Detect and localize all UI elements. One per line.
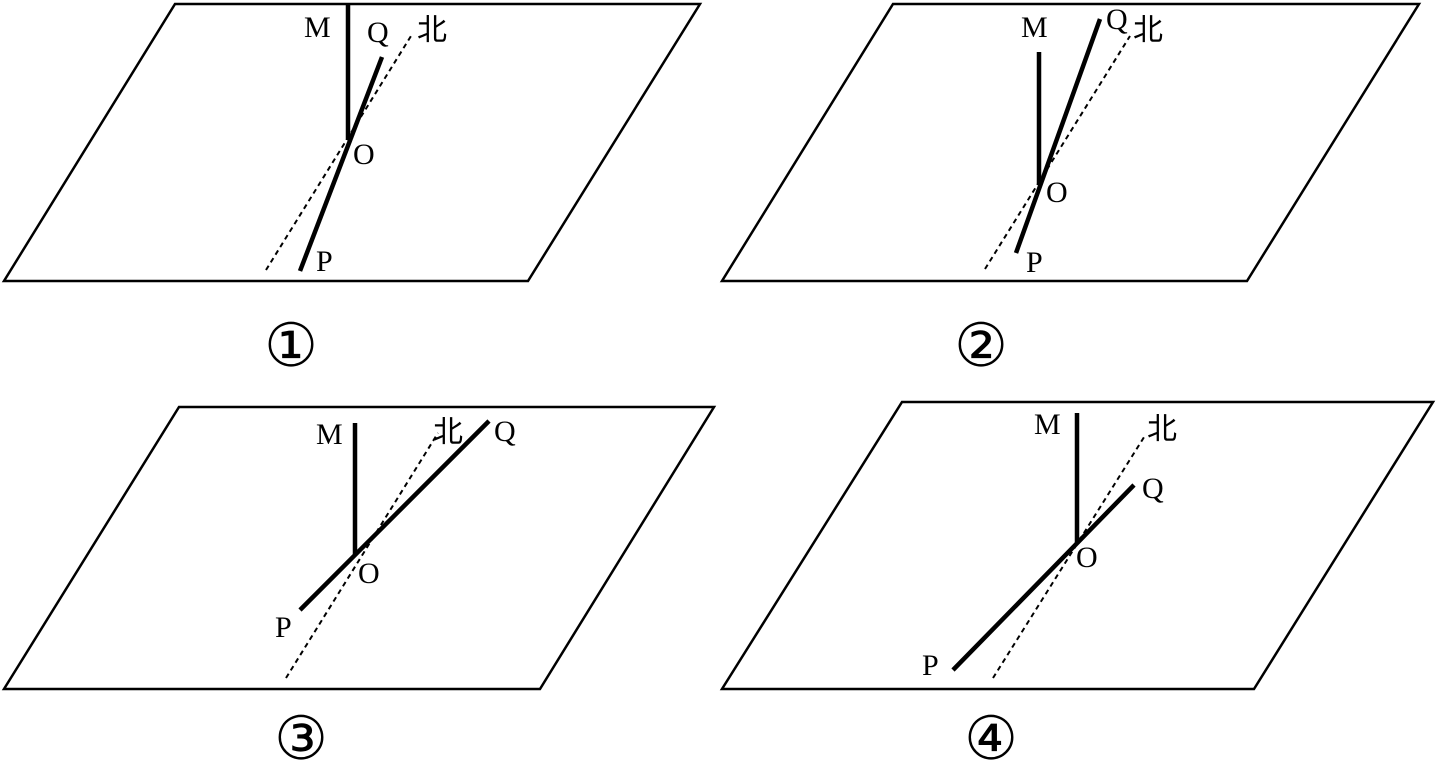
panel-3: M Q 北 O P ③: [1, 405, 717, 772]
label-m-1: M: [304, 11, 331, 44]
label-p-2: P: [1026, 246, 1043, 279]
north-line-4: [992, 433, 1147, 679]
rod-pq-1: [297, 56, 385, 272]
label-m-3: M: [316, 418, 343, 451]
plane-4: [719, 400, 1436, 691]
label-q-3: Q: [494, 415, 516, 448]
north-line-2: [984, 35, 1131, 270]
panel-number-2: ②: [954, 311, 1008, 381]
rod-pq-2: [1013, 18, 1103, 254]
label-o-2: O: [1046, 176, 1068, 209]
label-m-4: M: [1034, 408, 1061, 441]
panel-number-4: ④: [964, 704, 1018, 772]
panel-number-3: ③: [274, 704, 328, 772]
label-north-4: 北: [1147, 412, 1177, 447]
panel-1: M Q 北 O P ①: [1, 2, 703, 381]
label-o-4: O: [1076, 541, 1098, 574]
label-north-1: 北: [417, 13, 447, 48]
plane-2: [719, 2, 1422, 283]
label-p-3: P: [275, 611, 292, 644]
label-o-3: O: [358, 557, 380, 590]
north-line-1: [265, 35, 412, 271]
label-north-3: 北: [433, 415, 463, 450]
label-p-4: P: [922, 649, 939, 682]
plane-1: [1, 2, 703, 283]
panel-4: M Q 北 O P ④: [719, 400, 1436, 772]
rod-pq-4: [951, 483, 1136, 672]
label-q-4: Q: [1142, 472, 1164, 505]
panel-number-1: ①: [264, 311, 318, 381]
label-p-1: P: [316, 245, 333, 278]
plane-3: [1, 405, 717, 691]
label-north-2: 北: [1133, 13, 1163, 48]
rod-pq-3: [298, 419, 491, 612]
label-q-1: Q: [367, 16, 389, 49]
panel-2: M Q 北 O P ②: [719, 2, 1422, 381]
label-m-2: M: [1021, 11, 1048, 44]
north-line-3: [285, 432, 439, 679]
label-o-1: O: [353, 138, 375, 171]
label-q-2: Q: [1106, 3, 1128, 36]
